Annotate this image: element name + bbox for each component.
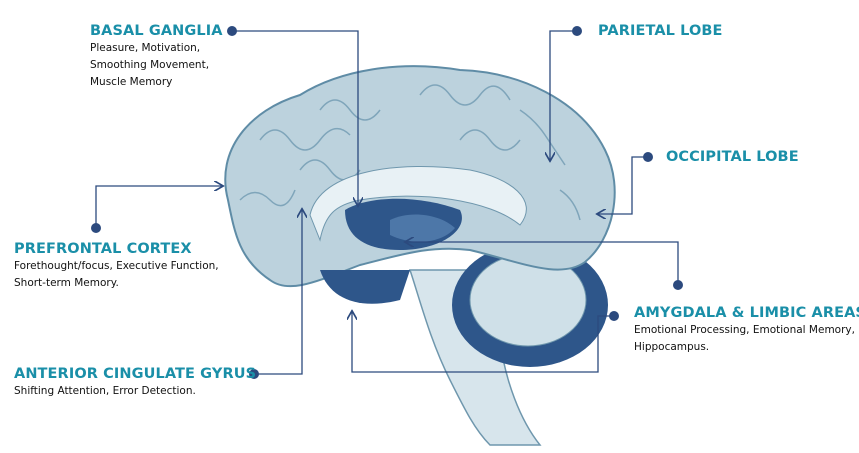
desc: Pleasure, Motivation, bbox=[90, 42, 201, 54]
desc: Shifting Attention, Error Detection. bbox=[14, 385, 196, 397]
label-anterior-cingulate: ANTERIOR CINGULATE GYRUS Shifting Attent… bbox=[14, 365, 256, 400]
title: AMYGDALA & LIMBIC AREAS bbox=[634, 305, 859, 321]
corpus-callosum bbox=[309, 166, 527, 242]
label-basal-ganglia: BASAL GANGLIA Pleasure, Motivation, Smoo… bbox=[90, 22, 223, 91]
desc: Hippocampus. bbox=[634, 341, 710, 353]
title: PARIETAL LOBE bbox=[598, 23, 723, 39]
title: BASAL GANGLIA bbox=[90, 23, 223, 39]
label-prefrontal-cortex: PREFRONTAL CORTEX Forethought/focus, Exe… bbox=[14, 240, 219, 292]
title: PREFRONTAL CORTEX bbox=[14, 241, 192, 257]
desc: Forethought/focus, Executive Function, bbox=[14, 260, 219, 272]
desc: Smoothing Movement, bbox=[90, 59, 210, 71]
desc: Muscle Memory bbox=[90, 76, 173, 88]
title: OCCIPITAL LOBE bbox=[666, 149, 799, 165]
label-parietal-lobe: PARIETAL LOBE bbox=[598, 22, 723, 40]
label-occipital-lobe: OCCIPITAL LOBE bbox=[666, 148, 799, 166]
desc: Short-term Memory. bbox=[14, 277, 119, 289]
desc: Emotional Processing, Emotional Memory, bbox=[634, 324, 855, 336]
label-amygdala: AMYGDALA & LIMBIC AREAS Emotional Proces… bbox=[634, 304, 859, 356]
title: ANTERIOR CINGULATE GYRUS bbox=[14, 366, 257, 382]
